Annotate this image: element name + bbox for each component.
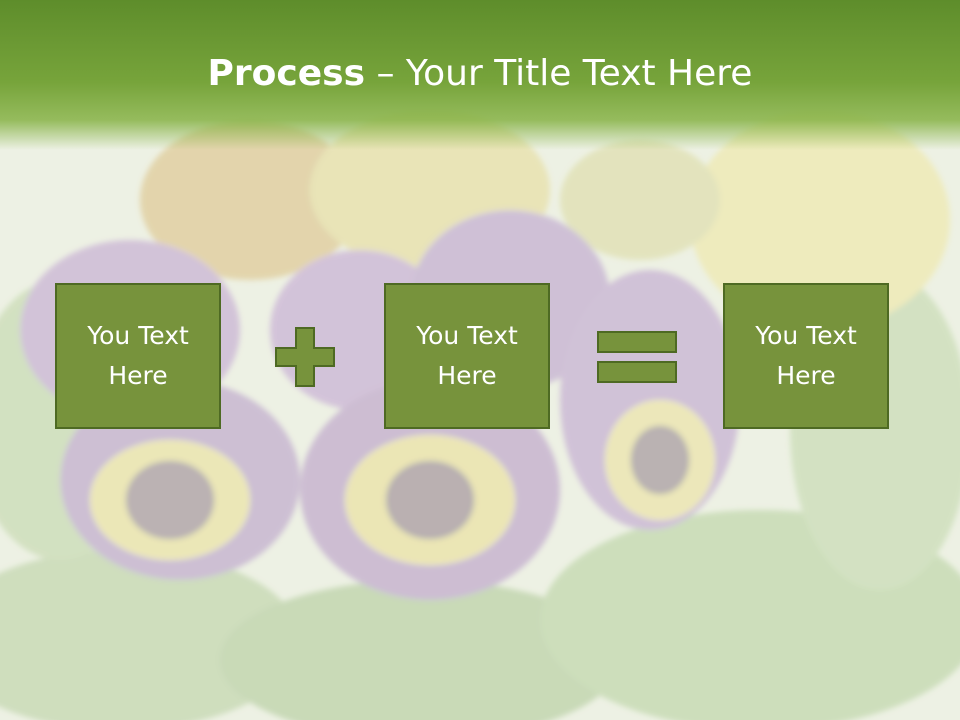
process-box-3[interactable]: You Text Here	[723, 283, 889, 429]
equals-icon	[597, 331, 677, 383]
title-band	[0, 0, 960, 150]
plus-icon	[275, 327, 335, 387]
process-box-1[interactable]: You Text Here	[55, 283, 221, 429]
title-bold: Process	[207, 53, 366, 94]
process-box-1-label: You Text Here	[87, 321, 189, 390]
process-box-2-label: You Text Here	[416, 321, 518, 390]
title-rest: – Your Title Text Here	[365, 53, 753, 94]
process-box-2[interactable]: You Text Here	[384, 283, 550, 429]
page-title: Process – Your Title Text Here	[0, 52, 960, 96]
process-box-3-label: You Text Here	[755, 321, 857, 390]
